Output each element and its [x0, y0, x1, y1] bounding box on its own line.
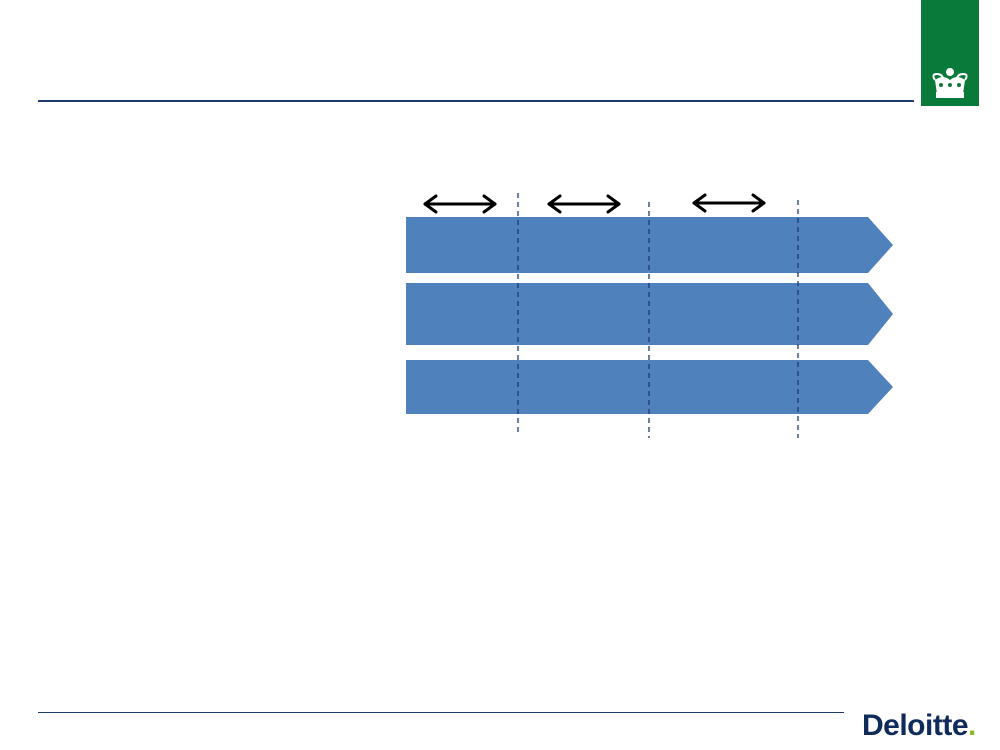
deloitte-logo: Deloitte.	[862, 708, 976, 744]
double-arrow-icon	[423, 194, 497, 214]
process-bar-1	[406, 217, 893, 273]
double-arrow-icon	[692, 193, 766, 213]
title-underline	[38, 100, 914, 102]
crown-badge	[921, 0, 979, 106]
footer-rule	[38, 712, 844, 713]
logo-wordmark: Deloitte	[862, 709, 969, 742]
double-arrow-icon	[547, 194, 621, 214]
logo-dot: .	[968, 709, 976, 742]
danish-crown-icon	[932, 68, 968, 98]
